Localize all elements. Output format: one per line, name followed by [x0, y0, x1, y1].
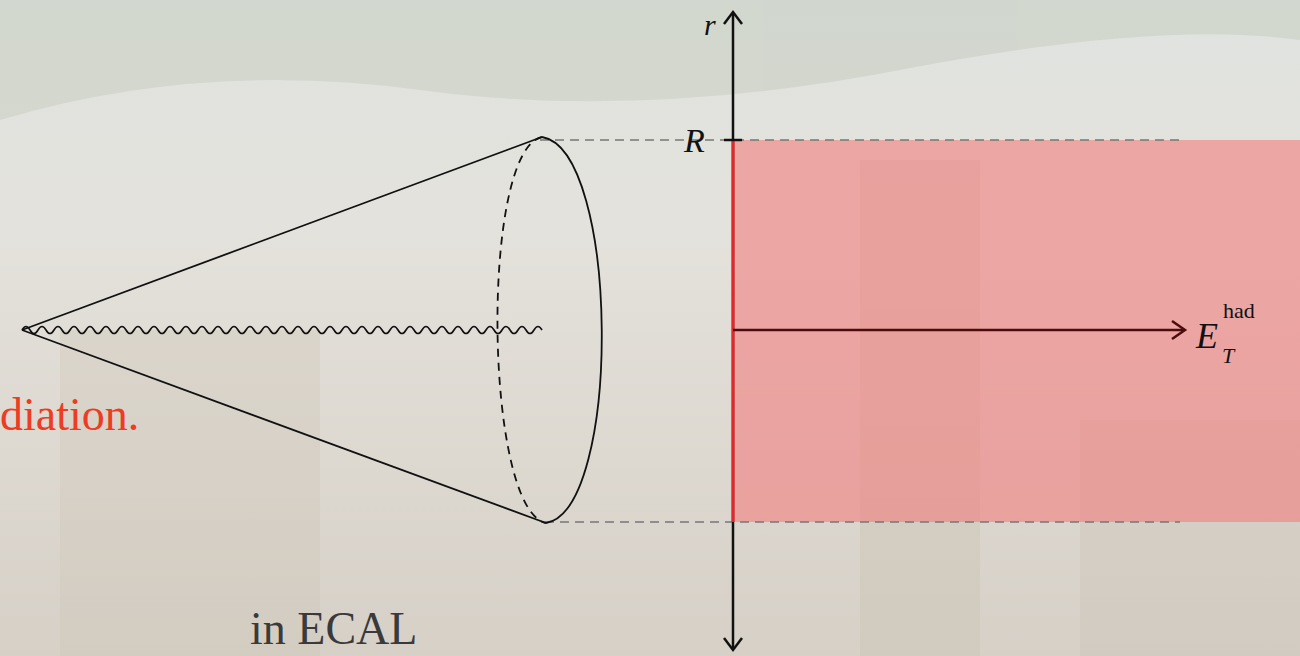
- slide-text: diation.: [0, 392, 139, 438]
- signal-region: [733, 140, 1300, 522]
- dashed-guide: [545, 521, 1180, 523]
- tick: [724, 139, 742, 142]
- axis-arrowhead: [724, 12, 742, 24]
- dashed-guide: [540, 139, 1180, 141]
- axis-superscript: had: [1223, 300, 1255, 322]
- axis-arrowhead: [1172, 321, 1185, 339]
- tick-label: R: [684, 124, 705, 158]
- axis-subscript: T: [1222, 345, 1234, 367]
- energy-axis: [733, 329, 1183, 332]
- axis-arrowhead: [724, 638, 742, 650]
- axis-label: r: [704, 10, 716, 40]
- axis-label: E: [1196, 318, 1218, 354]
- photon-line: [22, 327, 542, 334]
- isolation-cone: [22, 137, 602, 523]
- slide-text: in ECAL: [250, 606, 417, 652]
